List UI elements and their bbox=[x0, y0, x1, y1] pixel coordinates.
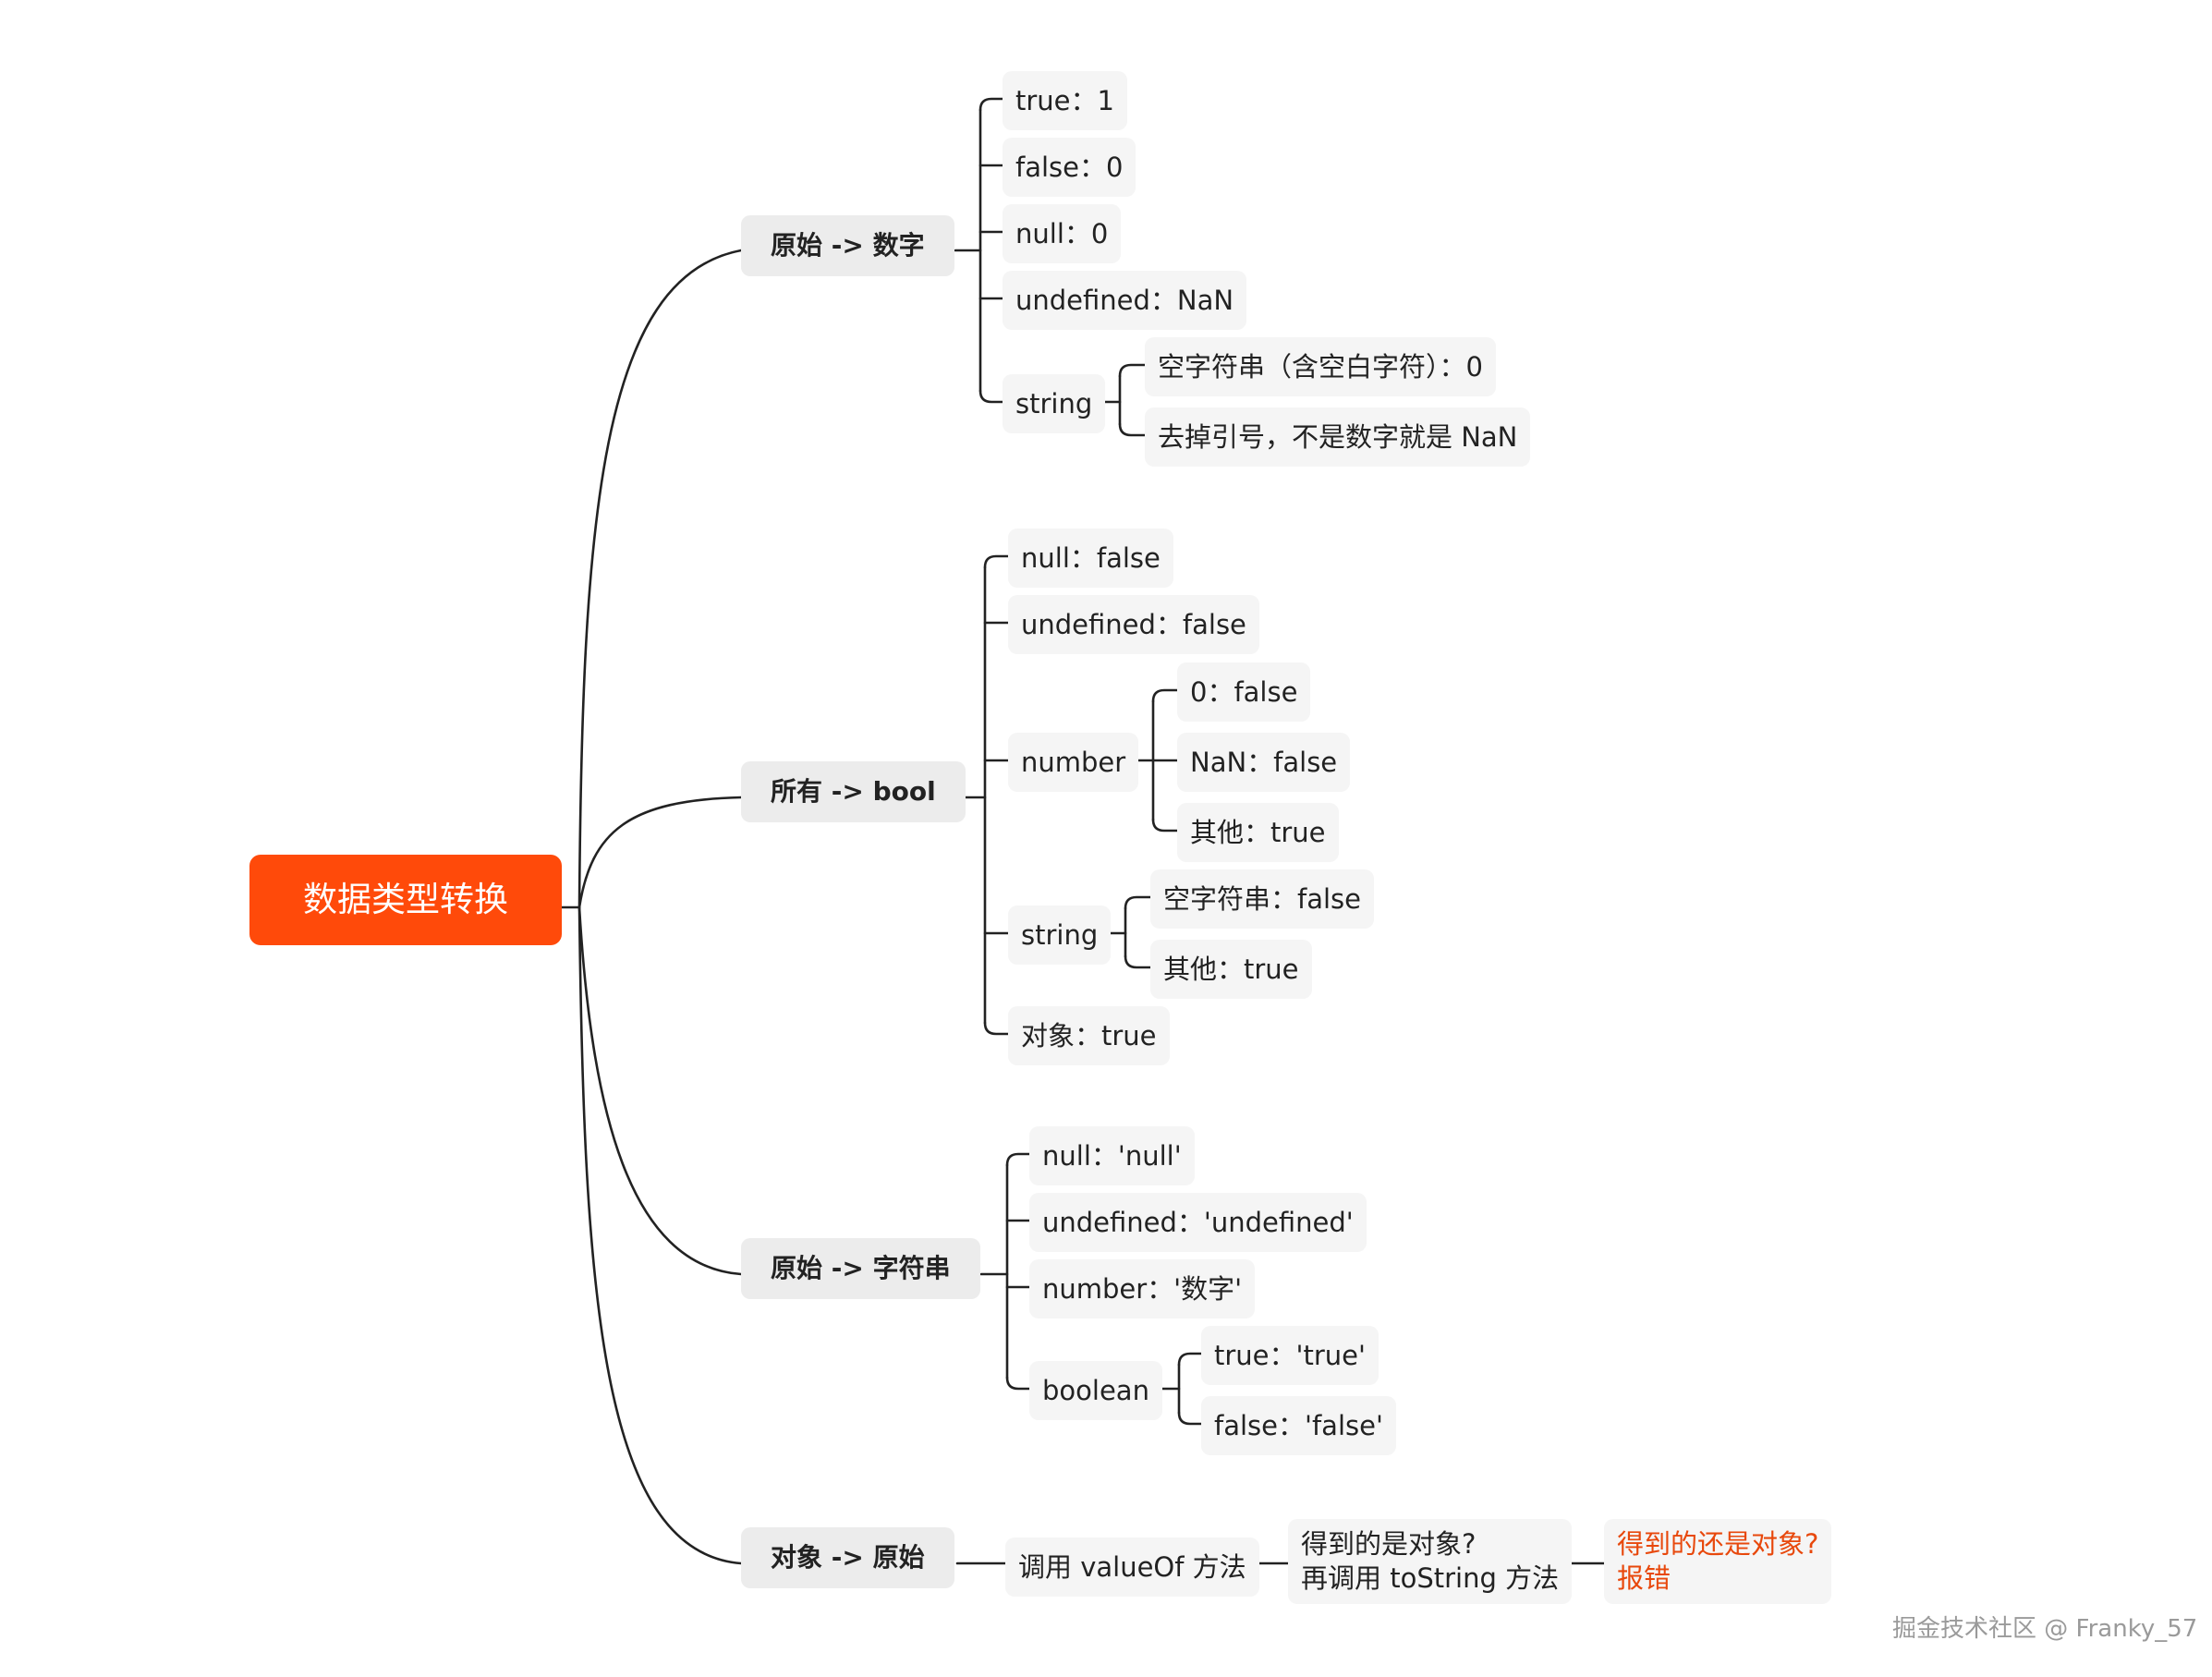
branch-label: 原始 -> 字符串 bbox=[771, 1253, 951, 1283]
leaf-label: 其他：true bbox=[1190, 817, 1326, 848]
curve-to-object bbox=[577, 905, 743, 1565]
br-string-tick bbox=[1005, 1376, 1031, 1391]
leaf-label: 空字符串（含空白字符）：0 bbox=[1158, 351, 1483, 383]
step-line-1: 得到的是对象? bbox=[1301, 1528, 1477, 1560]
leaf-num-string-other[interactable]: 去掉引号，不是数字就是 NaN bbox=[1145, 407, 1531, 467]
branch-label: 对象 -> 原始 bbox=[771, 1542, 925, 1573]
leaf-str-boolean-false[interactable]: false：'false' bbox=[1201, 1396, 1396, 1455]
step-line-2: 再调用 toString 方法 bbox=[1301, 1562, 1560, 1594]
leaf-bool-number-nan[interactable]: NaN：false bbox=[1177, 733, 1351, 792]
subbranch-num-string[interactable]: string bbox=[1003, 374, 1106, 433]
leaf-num-false[interactable]: false：0 bbox=[1003, 138, 1136, 197]
leaf-label: 去掉引号，不是数字就是 NaN bbox=[1158, 421, 1518, 453]
br-bool-string-tick bbox=[1124, 895, 1152, 910]
br-number-tick bbox=[978, 389, 1004, 404]
branch-label: 原始 -> 数字 bbox=[771, 230, 925, 261]
leaf-label: 0：false bbox=[1190, 676, 1298, 708]
leaf-label: NaN：false bbox=[1190, 747, 1338, 778]
step-tostring[interactable]: 得到的是对象? 再调用 toString 方法 bbox=[1288, 1519, 1573, 1604]
branch-label: 所有 -> bool bbox=[771, 776, 936, 807]
subbranch-str-boolean[interactable]: boolean bbox=[1029, 1361, 1162, 1420]
br-string-boolean-tick bbox=[1177, 1411, 1203, 1426]
leaf-str-boolean-true[interactable]: true：'true' bbox=[1201, 1326, 1379, 1385]
watermark: 掘金技术社区 @ Franky_57 bbox=[1892, 1615, 2198, 1643]
leaf-bool-object[interactable]: 对象：true bbox=[1008, 1006, 1170, 1065]
leaf-label: true：'true' bbox=[1214, 1340, 1366, 1371]
leaf-label: null：0 bbox=[1015, 218, 1109, 249]
leaf-label: 对象：true bbox=[1021, 1020, 1157, 1051]
leaf-label: null：'null' bbox=[1042, 1140, 1182, 1172]
leaf-num-string-empty[interactable]: 空字符串（含空白字符）：0 bbox=[1145, 337, 1496, 396]
br-number-tick bbox=[978, 97, 1004, 112]
leaf-str-undefined[interactable]: undefined：'undefined' bbox=[1029, 1193, 1367, 1252]
br-bool-number-tick bbox=[1151, 818, 1179, 832]
leaf-bool-number-other[interactable]: 其他：true bbox=[1177, 803, 1339, 862]
br-string-boolean-tick bbox=[1177, 1352, 1203, 1367]
br-bool-tick bbox=[983, 554, 1010, 569]
br-number-string-tick bbox=[1118, 363, 1147, 378]
leaf-label: number：'数字' bbox=[1042, 1273, 1243, 1305]
leaf-num-undefined[interactable]: undefined：NaN bbox=[1003, 271, 1247, 330]
leaf-label: string bbox=[1021, 919, 1099, 951]
leaf-label: undefined：'undefined' bbox=[1042, 1207, 1354, 1238]
step-line-2: 报错 bbox=[1617, 1562, 1671, 1594]
br-bool-tick bbox=[983, 1021, 1010, 1036]
subbranch-bool-number[interactable]: number bbox=[1008, 733, 1139, 792]
step-line-1: 得到的还是对象? bbox=[1617, 1528, 1819, 1560]
step-error[interactable]: 得到的还是对象? 报错 bbox=[1604, 1519, 1832, 1604]
root-label: 数据类型转换 bbox=[303, 880, 508, 919]
leaf-label: false：'false' bbox=[1214, 1410, 1383, 1441]
leaf-bool-string-other[interactable]: 其他：true bbox=[1150, 940, 1312, 999]
leaf-label: 其他：true bbox=[1163, 954, 1299, 985]
leaf-str-null[interactable]: null：'null' bbox=[1029, 1126, 1195, 1185]
leaf-label: false：0 bbox=[1015, 152, 1124, 183]
leaf-label: true：1 bbox=[1015, 85, 1114, 116]
leaf-label: undefined：NaN bbox=[1015, 285, 1234, 316]
leaf-label: 调用 valueOf 方法 bbox=[1018, 1551, 1246, 1583]
branch-object-to-primitive[interactable]: 对象 -> 原始 bbox=[741, 1527, 954, 1588]
br-number-string-tick bbox=[1118, 422, 1147, 437]
leaf-bool-string-empty[interactable]: 空字符串：false bbox=[1150, 869, 1374, 929]
leaf-label: null：false bbox=[1021, 542, 1161, 574]
root-node[interactable]: 数据类型转换 bbox=[249, 855, 562, 945]
curve-to-number bbox=[577, 249, 743, 909]
leaf-label: number bbox=[1021, 747, 1126, 778]
leaf-num-null[interactable]: null：0 bbox=[1003, 204, 1122, 263]
curve-to-bool bbox=[577, 796, 743, 909]
br-bool-string-tick bbox=[1124, 954, 1152, 969]
branch-to-string[interactable]: 原始 -> 字符串 bbox=[741, 1238, 980, 1299]
leaf-bool-null[interactable]: null：false bbox=[1008, 529, 1173, 588]
leaf-num-true[interactable]: true：1 bbox=[1003, 71, 1127, 130]
br-bool-number-tick bbox=[1151, 688, 1179, 703]
leaf-bool-undefined[interactable]: undefined：false bbox=[1008, 595, 1259, 654]
subbranch-bool-string[interactable]: string bbox=[1008, 905, 1112, 965]
branch-to-bool[interactable]: 所有 -> bool bbox=[741, 761, 966, 822]
leaf-label: undefined：false bbox=[1021, 609, 1246, 640]
step-valueof[interactable]: 调用 valueOf 方法 bbox=[1005, 1537, 1259, 1597]
leaf-bool-number-zero[interactable]: 0：false bbox=[1177, 662, 1311, 722]
curve-to-string bbox=[577, 905, 743, 1276]
leaf-str-number[interactable]: number：'数字' bbox=[1029, 1259, 1256, 1319]
leaf-label: string bbox=[1015, 388, 1093, 419]
br-string-tick bbox=[1005, 1152, 1031, 1167]
leaf-label: boolean bbox=[1042, 1375, 1149, 1406]
branch-to-number[interactable]: 原始 -> 数字 bbox=[741, 215, 954, 276]
leaf-label: 空字符串：false bbox=[1163, 883, 1361, 915]
